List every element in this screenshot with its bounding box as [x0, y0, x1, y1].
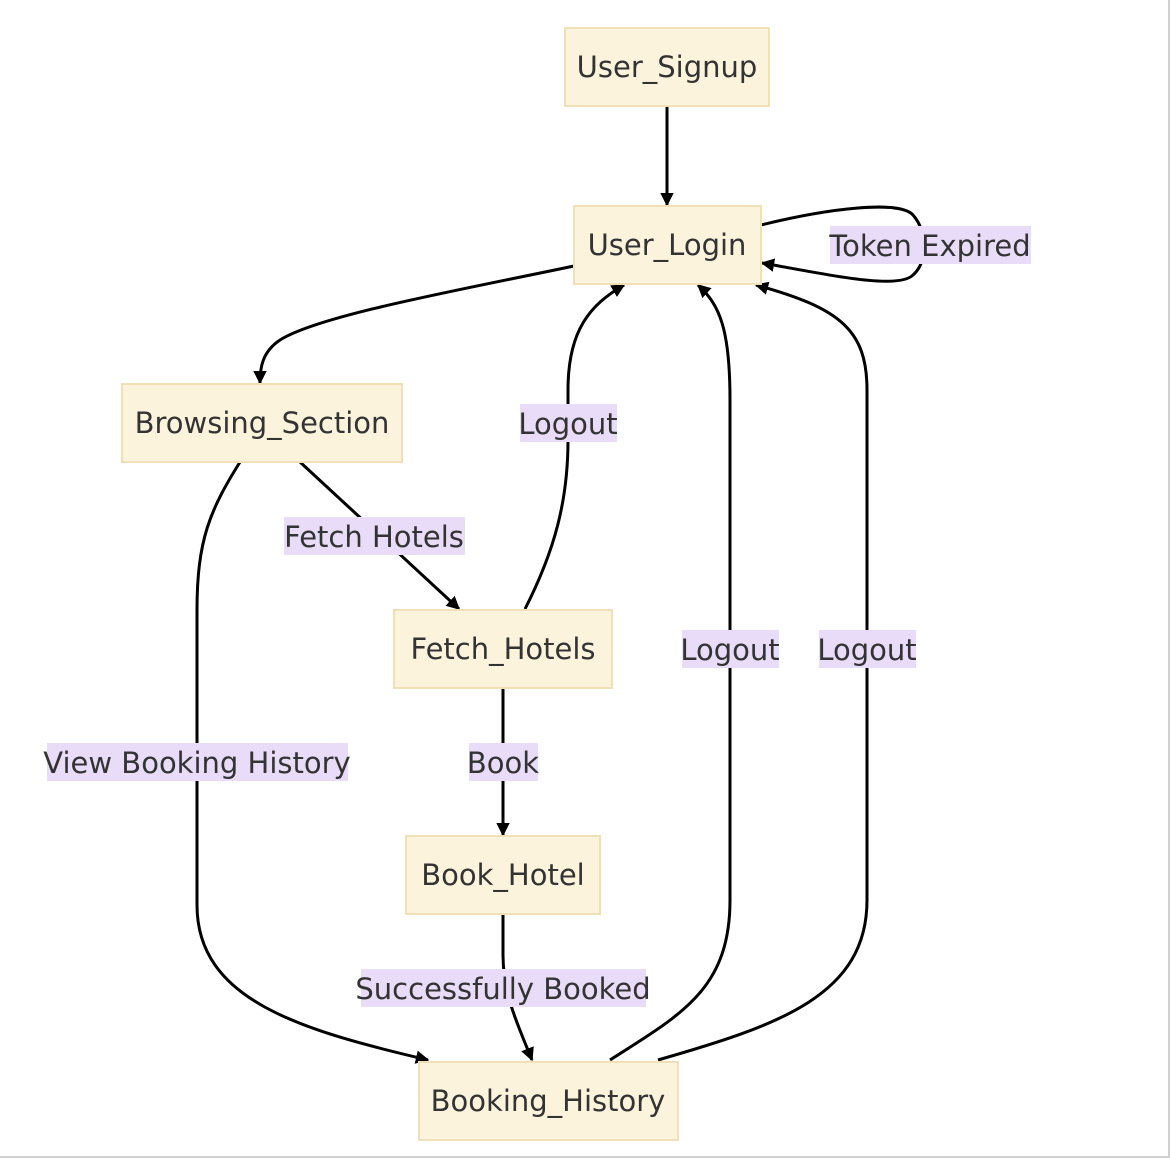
svg-text:Token Expired: Token Expired — [828, 229, 1030, 263]
svg-text:Successfully Booked: Successfully Booked — [355, 972, 650, 1006]
edge-label-book: Book — [467, 743, 539, 781]
svg-text:Browsing_Section: Browsing_Section — [135, 406, 390, 440]
node-book-hotel: Book_Hotel — [405, 835, 601, 915]
svg-text:User_Signup: User_Signup — [577, 50, 758, 84]
svg-text:Book_Hotel: Book_Hotel — [421, 858, 585, 892]
edge-label-logout-fetch: Logout — [518, 404, 618, 442]
svg-text:Fetch_Hotels: Fetch_Hotels — [410, 632, 595, 666]
svg-text:Booking_History: Booking_History — [431, 1084, 666, 1118]
edge-history-to-login-logout-1 — [609, 283, 732, 1062]
edge-label-successfully-booked: Successfully Booked — [355, 969, 651, 1007]
edge-label-token-expired: Token Expired — [828, 226, 1031, 264]
node-user-signup: User_Signup — [564, 27, 770, 107]
svg-text:View Booking History: View Booking History — [43, 746, 350, 780]
edge-fetch-to-login-logout — [523, 283, 626, 610]
edge-browsing-to-history — [195, 461, 430, 1064]
node-user-login: User_Login — [573, 205, 762, 285]
svg-text:Logout: Logout — [680, 633, 779, 667]
edge-history-to-login-logout-2 — [657, 281, 869, 1062]
svg-text:Logout: Logout — [817, 633, 916, 667]
edge-label-fetch-hotels: Fetch Hotels — [284, 517, 465, 555]
edge-label-logout-history-1: Logout — [680, 630, 780, 668]
edge-login-to-browsing — [253, 264, 575, 385]
node-booking-history: Booking_History — [418, 1061, 679, 1141]
svg-text:User_Login: User_Login — [588, 228, 747, 262]
svg-text:Logout: Logout — [518, 407, 617, 441]
svg-text:Fetch Hotels: Fetch Hotels — [284, 520, 464, 554]
svg-text:Book: Book — [467, 746, 539, 780]
node-fetch-hotels: Fetch_Hotels — [393, 609, 613, 689]
frame-border-bottom — [0, 1156, 1170, 1158]
edge-label-view-booking-history: View Booking History — [43, 743, 351, 781]
node-browsing-section: Browsing_Section — [121, 383, 403, 463]
frame-border-right — [1168, 0, 1170, 1158]
edge-label-logout-history-2: Logout — [817, 630, 917, 668]
